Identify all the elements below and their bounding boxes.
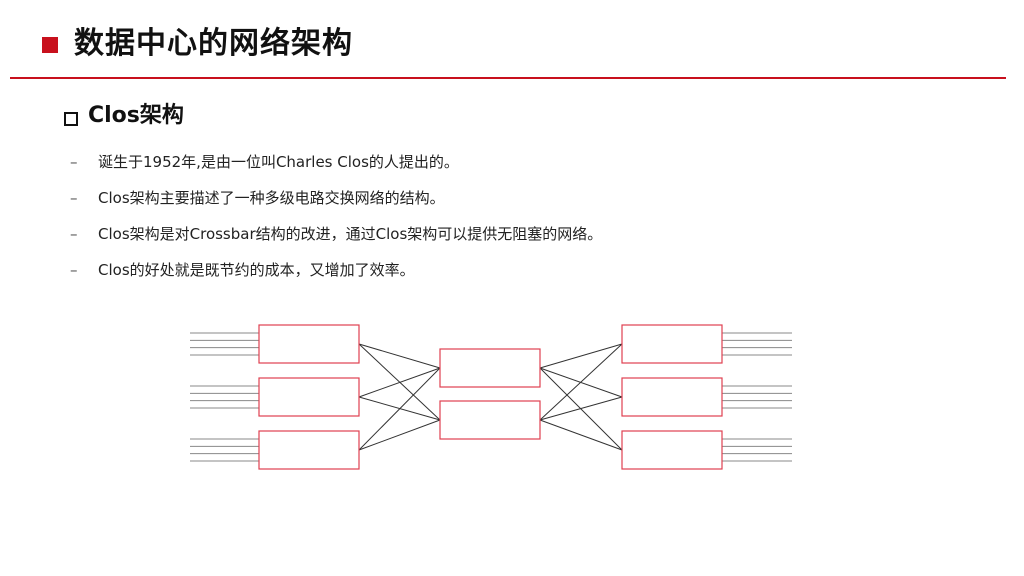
page-title: 数据中心的网络架构 <box>74 26 353 61</box>
ingress-switch-box <box>258 324 360 364</box>
ingress-switch-box <box>258 377 360 417</box>
middle-to-egress-link <box>539 396 623 421</box>
ingress-to-middle-link <box>358 419 441 451</box>
bullet-text: 诞生于1952年,是由一位叫Charles Clos的人提出的。 <box>98 153 459 171</box>
title-square-marker-icon <box>42 37 58 53</box>
list-item: – Clos架构主要描述了一种多级电路交换网络的结构。 <box>70 188 602 208</box>
bullet-text: Clos架构是对Crossbar结构的改进，通过Clos架构可以提供无阻塞的网络… <box>98 225 603 243</box>
list-item: – Clos的好处就是既节约的成本，又增加了效率。 <box>70 260 602 280</box>
title-divider <box>10 77 1006 79</box>
bullet-text: Clos的好处就是既节约的成本，又增加了效率。 <box>98 261 415 279</box>
egress-switch-box <box>621 430 723 470</box>
middle-to-egress-link <box>539 343 623 369</box>
middle-switch-box <box>439 400 541 440</box>
ingress-to-middle-link <box>358 343 441 369</box>
section-heading: Clos架构 <box>88 103 184 128</box>
list-item: – 诞生于1952年,是由一位叫Charles Clos的人提出的。 <box>70 152 602 172</box>
dash-bullet-icon: – <box>70 189 78 207</box>
egress-switch-box <box>621 377 723 417</box>
middle-switch-box <box>439 348 541 388</box>
list-item: – Clos架构是对Crossbar结构的改进，通过Clos架构可以提供无阻塞的… <box>70 224 602 244</box>
dash-bullet-icon: – <box>70 261 78 279</box>
hollow-square-bullet-icon <box>64 112 78 126</box>
bullet-text: Clos架构主要描述了一种多级电路交换网络的结构。 <box>98 189 445 207</box>
middle-to-egress-link <box>539 343 623 421</box>
ingress-switch-box <box>258 430 360 470</box>
egress-switch-box <box>621 324 723 364</box>
ingress-to-middle-link <box>358 367 441 398</box>
middle-to-egress-link <box>539 419 623 451</box>
ingress-to-middle-link <box>358 367 441 451</box>
dash-bullet-icon: – <box>70 153 78 171</box>
bullet-list: – 诞生于1952年,是由一位叫Charles Clos的人提出的。 – Clo… <box>70 152 602 296</box>
dash-bullet-icon: – <box>70 225 78 243</box>
